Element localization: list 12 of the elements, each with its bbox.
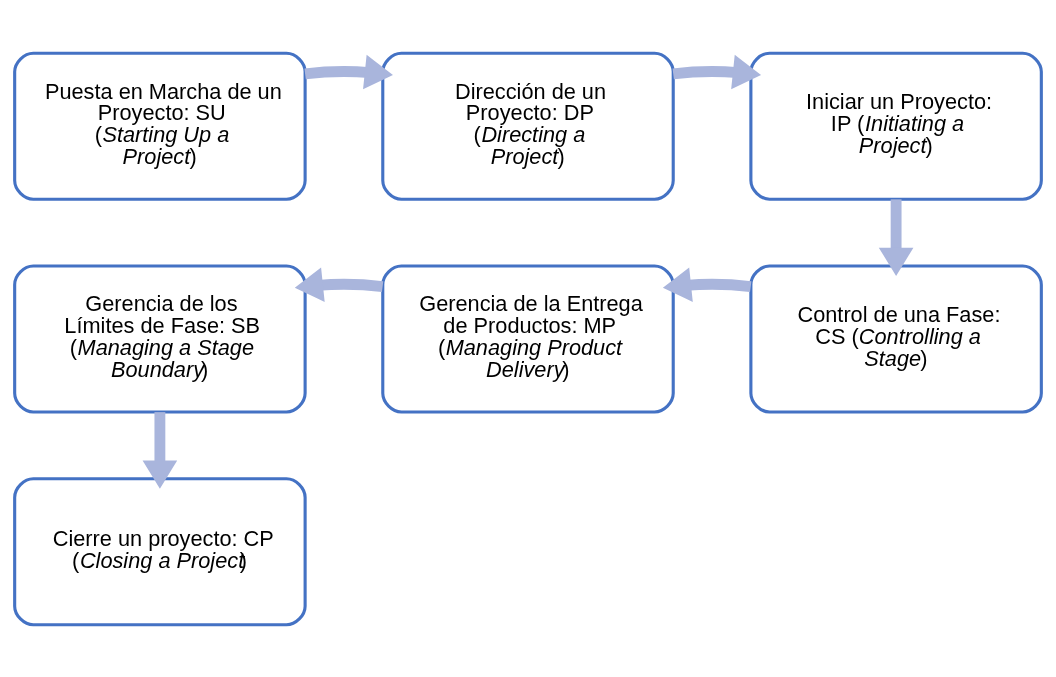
arrow <box>878 198 914 276</box>
arrow <box>294 267 384 302</box>
arrow <box>142 411 178 489</box>
arrow <box>304 54 393 89</box>
arrow <box>672 54 762 89</box>
node-box: Dirección de un Proyecto: DP (Directing a Project) <box>381 51 675 201</box>
node-box: Puesta en Marcha de un Proyecto: SU (Starting Up a Project) <box>13 51 307 201</box>
node-box: Control de una Fase: CS (Controlling a Stage) <box>749 263 1043 414</box>
node-box: Iniciar un Proyecto: IP (Initiating a Project) <box>749 51 1043 201</box>
node-box: Gerencia de los Límites de Fase: SB (Managing a Stage Boundary) <box>13 263 307 414</box>
arrow <box>662 267 752 302</box>
node-box: Gerencia de la Entrega de Productos: MP (Managing Product Delivery) <box>381 263 675 414</box>
